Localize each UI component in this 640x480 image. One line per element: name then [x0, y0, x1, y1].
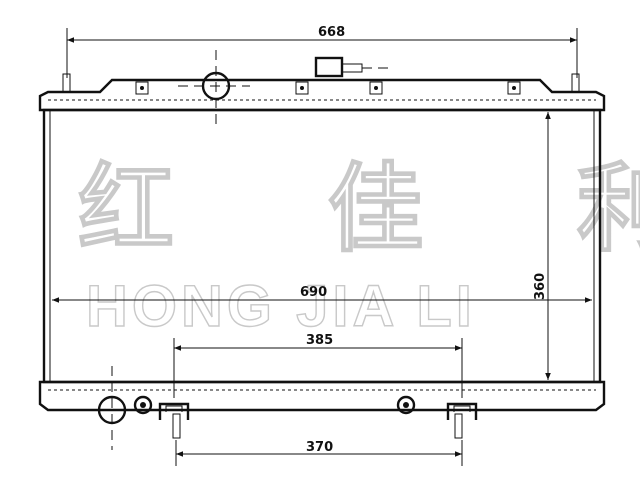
- dimension-core-width: 690: [52, 285, 592, 303]
- bolt-icon: [133, 395, 153, 415]
- dimension-lower-span: 370: [175, 440, 463, 466]
- watermark-english: HONG JIA LI: [86, 274, 476, 339]
- top-tank: [38, 50, 606, 130]
- bracket-icon: [446, 402, 478, 420]
- dimension-label-core-width: 690: [300, 285, 327, 300]
- watermark-chinese: 红 佳 利: [78, 153, 640, 265]
- dimension-label-top-width: 668: [318, 25, 345, 40]
- sensor-plug-icon: [314, 56, 344, 78]
- dimension-label-upper-span: 385: [306, 333, 333, 348]
- dimension-label-lower-span: 370: [306, 440, 333, 455]
- dimension-top-width: 668: [66, 25, 578, 78]
- dimension-label-core-height: 360: [533, 273, 548, 300]
- bottom-tank: [38, 366, 606, 450]
- bracket-icon: [158, 402, 190, 420]
- dimension-core-height: 360: [533, 112, 551, 380]
- dimension-upper-span: 385: [173, 333, 463, 398]
- watermark: 红 佳 利 HONG JIA LI: [77, 152, 640, 340]
- bolt-icon: [396, 395, 416, 415]
